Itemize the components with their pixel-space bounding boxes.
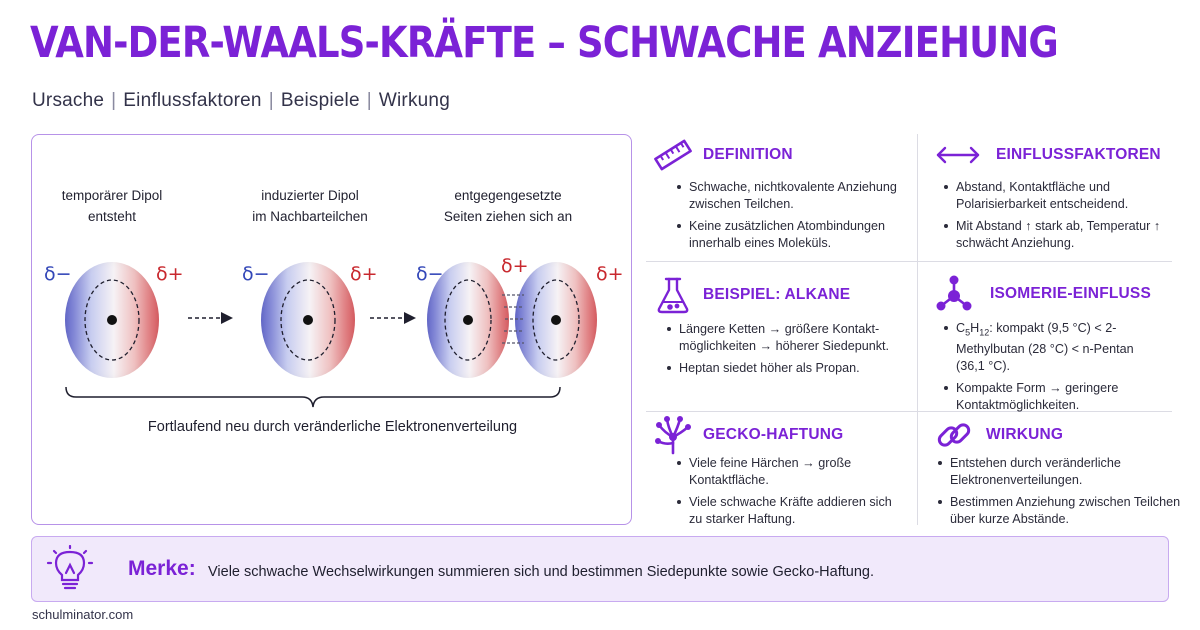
- curly-brace: [65, 386, 561, 408]
- card-title: ISOMERIE-EINFLUSS: [990, 285, 1151, 302]
- list-item: Keine zusätzlichen Atombindungen innerha…: [675, 218, 908, 251]
- list-item: Viele schwache Kräfte addieren sich zu s…: [675, 494, 908, 527]
- subtitle-separator: |: [268, 90, 274, 111]
- card-isomerie-einfluss: ISOMERIE-EINFLUSS C5H12: kompakt (9,5 °C…: [934, 274, 1189, 419]
- card-title: GECKO-HAFTUNG: [703, 426, 844, 443]
- card-gecko-haftung: GECKO-HAFTUNG Viele feine Härchen → groß…: [653, 415, 908, 533]
- subtitle-item: Ursache: [32, 90, 105, 111]
- dipole-diagram-graphic: [65, 262, 597, 408]
- list-item: Abstand, Kontaktfläche und Polarisierbar…: [942, 179, 1189, 212]
- card-title: WIRKUNG: [986, 426, 1064, 443]
- delta-minus-label: δ−: [242, 263, 270, 285]
- list-item: Längere Ketten → größere Kontakt-möglich…: [665, 321, 908, 354]
- grid-divider-vertical: [917, 134, 918, 525]
- card-title: EINFLUSSFAKTOREN: [996, 146, 1161, 163]
- list-item: Bestimmen Anziehung zwischen Teilchen üb…: [936, 494, 1189, 527]
- molecule-induced-dipole: [261, 262, 355, 378]
- card-einflussfaktoren: EINFLUSSFAKTOREN Abstand, Kontaktfläche …: [934, 135, 1189, 257]
- ruler-icon: [653, 135, 693, 175]
- list-item: Mit Abstand ↑ stark ab, Temperatur ↑ sch…: [942, 218, 1189, 251]
- diagram-caption: Fortlaufend neu durch veränderliche Elek…: [147, 419, 518, 435]
- card-wirkung: WIRKUNG Entstehen durch veränderliche El…: [934, 415, 1189, 533]
- gecko-foot-icon: [653, 415, 693, 455]
- list-item-formula: C5H12: kompakt (9,5 °C) < 2-Methylbutan …: [942, 320, 1152, 374]
- grid-divider-horizontal: [646, 411, 1172, 412]
- list-item: Heptan siedet höher als Propan.: [665, 360, 908, 377]
- list-item: Schwache, nichtkovalente Anziehung zwisc…: [675, 179, 908, 212]
- merke-box: Merke: Viele schwache Wechselwirkungen s…: [31, 536, 1169, 602]
- subtitle-separator: |: [111, 90, 117, 111]
- footer-site: schulminator.com: [32, 607, 134, 622]
- card-beispiel-alkane: BEISPIEL: ALKANE Längere Ketten → größer…: [653, 275, 908, 383]
- subtitle-item: Beispiele: [280, 90, 360, 111]
- molecule-icon: [934, 274, 974, 314]
- lightbulb-icon: [46, 544, 94, 595]
- merke-text: Viele schwache Wechselwirkungen summiere…: [208, 564, 874, 580]
- list-item: Entstehen durch veränderliche Elektronen…: [936, 455, 1189, 488]
- grid-divider-horizontal: [646, 261, 1172, 262]
- card-definition: DEFINITION Schwache, nichtkovalente Anzi…: [653, 135, 908, 257]
- delta-plus-label: δ+: [501, 255, 529, 277]
- flask-icon: [653, 275, 693, 315]
- merke-label: Merke:: [128, 557, 196, 580]
- molecule-pair-attracting: [427, 262, 597, 378]
- page-subtitle: Ursache | Einflussfaktoren | Beispiele | Wirku…: [32, 90, 450, 112]
- delta-minus-label: δ−: [416, 263, 444, 285]
- chain-link-icon: [934, 415, 974, 455]
- list-item: Viele feine Härchen → große Kontaktfläch…: [675, 455, 908, 488]
- subtitle-item: Einflussfaktoren: [123, 90, 262, 111]
- card-title: BEISPIEL: ALKANE: [703, 286, 851, 303]
- card-title: DEFINITION: [703, 146, 793, 163]
- delta-plus-label: δ+: [156, 263, 184, 285]
- subtitle-separator: |: [366, 90, 372, 111]
- double-arrow-icon: [934, 135, 982, 175]
- page-title: VAN-DER-WAALS-KRÄFTE – SCHWACHE ANZIEHUN…: [30, 18, 1059, 68]
- delta-plus-label: δ+: [596, 263, 624, 285]
- delta-plus-label: δ+: [350, 263, 378, 285]
- molecule-temporary-dipole: [65, 262, 159, 378]
- delta-minus-label: δ−: [44, 263, 72, 285]
- list-item: Kompakte Form → geringere Kontaktmöglich…: [942, 380, 1152, 413]
- subtitle-item: Wirkung: [378, 90, 450, 111]
